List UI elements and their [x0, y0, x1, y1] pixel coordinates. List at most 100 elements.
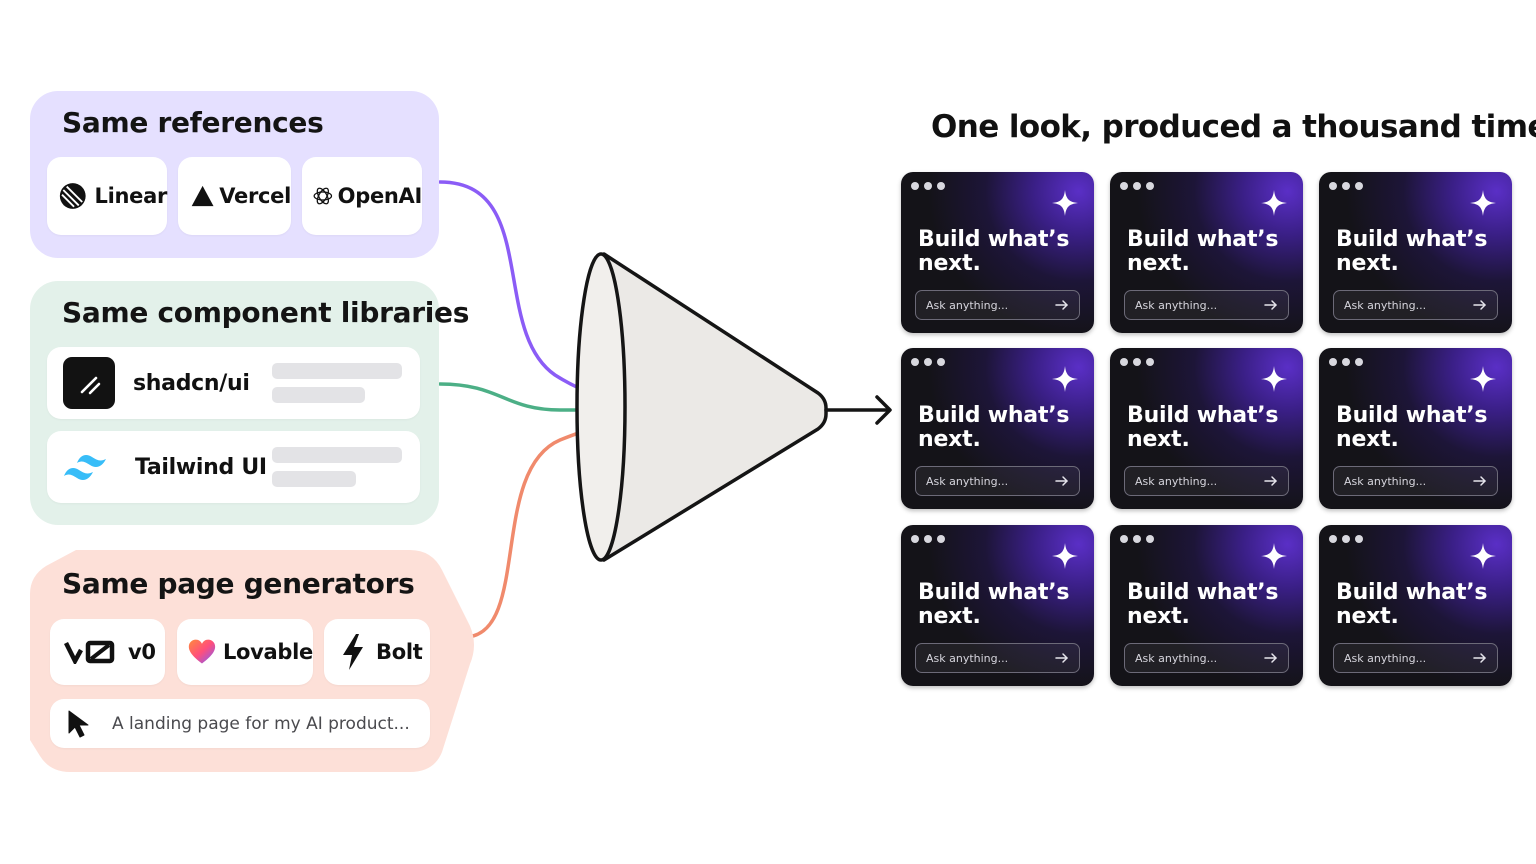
- arrow-right-icon[interactable]: [1054, 297, 1070, 313]
- ask-input[interactable]: Ask anything...: [1124, 643, 1289, 673]
- tailwind-logo-icon: [64, 455, 106, 480]
- window-dots: [911, 535, 945, 543]
- card-headline-line: next.: [1127, 604, 1190, 629]
- card-headline-line: next.: [1336, 251, 1399, 276]
- window-dot: [1329, 535, 1337, 543]
- window-dot: [1120, 358, 1128, 366]
- arrow-right-icon[interactable]: [1472, 473, 1488, 489]
- ask-input[interactable]: Ask anything...: [1124, 290, 1289, 320]
- card-headline-line: next.: [918, 604, 981, 629]
- ask-placeholder: Ask anything...: [926, 474, 1009, 488]
- card-headline-line: Build what’s: [918, 403, 1070, 428]
- prompt-text: A landing page for my AI product...: [112, 713, 410, 734]
- window-dots: [1329, 358, 1363, 366]
- window-dot: [924, 182, 932, 190]
- reference-chip-linear: Linear: [47, 157, 167, 235]
- generator-label-v0: v0: [128, 640, 156, 664]
- libraries-title: Same component libraries: [62, 296, 470, 329]
- window-dot: [911, 182, 919, 190]
- arrow-right-icon[interactable]: [1054, 650, 1070, 666]
- card-headline-line: Build what’s: [1336, 403, 1488, 428]
- library-row-tailwind: Tailwind UI: [47, 431, 420, 503]
- sparkle-icon: [1052, 543, 1078, 569]
- ask-placeholder: Ask anything...: [926, 298, 1009, 312]
- ask-input[interactable]: Ask anything...: [1333, 290, 1498, 320]
- library-label-tailwind: Tailwind UI: [135, 454, 267, 480]
- arrow-right-icon[interactable]: [1263, 650, 1279, 666]
- card-headline-line: Build what’s: [1127, 227, 1279, 252]
- cursor-pointer-icon: [68, 710, 89, 737]
- card-headline-line: next.: [1336, 427, 1399, 452]
- ask-input[interactable]: Ask anything...: [915, 643, 1080, 673]
- window-dot: [1329, 358, 1337, 366]
- window-dots: [1120, 535, 1154, 543]
- ask-input[interactable]: Ask anything...: [915, 290, 1080, 320]
- window-dot: [1329, 182, 1337, 190]
- libraries-connector-line: [438, 382, 630, 412]
- library-row-shadcn: shadcn/ui: [47, 347, 420, 419]
- card-headline-line: Build what’s: [1336, 227, 1488, 252]
- card-headline-line: next.: [1336, 604, 1399, 629]
- ask-input[interactable]: Ask anything...: [1124, 466, 1289, 496]
- ask-input[interactable]: Ask anything...: [915, 466, 1080, 496]
- window-dot: [924, 535, 932, 543]
- skeleton-bar: [272, 447, 402, 463]
- window-dot: [1146, 535, 1154, 543]
- sparkle-icon: [1261, 366, 1287, 392]
- window-dot: [1120, 535, 1128, 543]
- bolt-lightning-icon: [343, 634, 363, 670]
- prompt-input[interactable]: A landing page for my AI product...: [50, 699, 430, 748]
- window-dot: [1342, 358, 1350, 366]
- generators-title: Same page generators: [62, 567, 415, 600]
- ask-placeholder: Ask anything...: [1135, 298, 1218, 312]
- ask-placeholder: Ask anything...: [1135, 651, 1218, 665]
- card-headline-line: next.: [1127, 427, 1190, 452]
- sparkle-icon: [1470, 543, 1496, 569]
- window-dot: [1355, 358, 1363, 366]
- window-dot: [1146, 358, 1154, 366]
- reference-label-linear: Linear: [94, 184, 168, 208]
- generator-label-lovable: Lovable: [222, 640, 313, 664]
- sparkle-icon: [1470, 366, 1496, 392]
- arrow-right-icon[interactable]: [1472, 650, 1488, 666]
- card-headline-line: Build what’s: [918, 580, 1070, 605]
- skeleton-bar: [272, 387, 365, 403]
- openai-logo-icon: [313, 187, 333, 205]
- ask-placeholder: Ask anything...: [1344, 651, 1427, 665]
- generator-chip-v0: v0: [50, 619, 165, 685]
- window-dots: [1329, 535, 1363, 543]
- ask-placeholder: Ask anything...: [1135, 474, 1218, 488]
- window-dots: [911, 358, 945, 366]
- arrow-right-icon[interactable]: [1263, 473, 1279, 489]
- window-dot: [1355, 182, 1363, 190]
- window-dot: [911, 358, 919, 366]
- window-dots: [1120, 358, 1154, 366]
- linear-logo-icon: [59, 183, 86, 209]
- ask-placeholder: Ask anything...: [1344, 474, 1427, 488]
- card-headline-line: Build what’s: [1127, 580, 1279, 605]
- reference-chip-vercel: Vercel: [178, 157, 291, 235]
- arrow-right-icon[interactable]: [1263, 297, 1279, 313]
- card-headline-line: Build what’s: [918, 227, 1070, 252]
- generator-chip-bolt: Bolt: [324, 619, 430, 685]
- card-headline-line: next.: [918, 427, 981, 452]
- arrow-right-icon[interactable]: [1472, 297, 1488, 313]
- reference-label-openai: OpenAI: [337, 184, 423, 208]
- arrow-right-icon[interactable]: [1054, 473, 1070, 489]
- ask-input[interactable]: Ask anything...: [1333, 466, 1498, 496]
- ask-placeholder: Ask anything...: [1344, 298, 1427, 312]
- ask-input[interactable]: Ask anything...: [1333, 643, 1498, 673]
- window-dot: [1355, 535, 1363, 543]
- reference-label-vercel: Vercel: [219, 184, 291, 208]
